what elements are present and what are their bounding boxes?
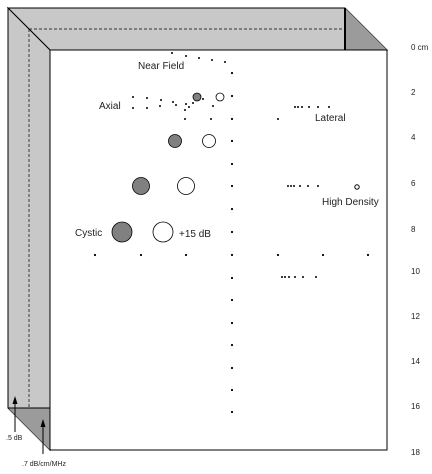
hyperechoic-target [177, 177, 195, 195]
attenuation-bottom-label: .7 dB/cm/MHz [22, 461, 66, 468]
cystic-target [132, 177, 150, 195]
plus-15-db-label: +15 dB [179, 229, 211, 240]
attenuation-left-label: .5 dB [6, 435, 23, 442]
near-field-filaments [171, 52, 226, 63]
depth-tick: 4 [411, 133, 416, 142]
axial-label: Axial [99, 101, 121, 112]
high-density-target [354, 184, 360, 190]
depth-tick: 12 [411, 312, 420, 321]
depth-6-filaments [287, 185, 319, 187]
up-arrow-icon [40, 419, 46, 454]
phantom-front-panel [49, 49, 388, 451]
cystic-label: Cystic [75, 228, 102, 239]
up-arrow-icon [12, 396, 18, 432]
depth-tick: 6 [411, 179, 416, 188]
cystic-target [168, 134, 182, 148]
depth-tick: 18 [411, 448, 420, 457]
axial-filaments [132, 96, 214, 120]
depth-tick: 10 [411, 267, 420, 276]
frame-bottom-left-corner [8, 408, 50, 450]
frame-top-right-corner [345, 8, 387, 50]
lateral-label: Lateral [315, 113, 346, 124]
cystic-target [192, 92, 202, 102]
depth-tick: 16 [411, 402, 420, 411]
depth-axis: 0 cm 2 4 6 8 10 12 14 16 18 [411, 43, 429, 457]
hyperechoic-target [202, 134, 216, 148]
hyperechoic-target [152, 221, 174, 243]
cystic-target [111, 221, 133, 243]
hyperechoic-target [215, 92, 225, 102]
high-density-label: High Density [322, 197, 379, 208]
depth-tick: 0 cm [411, 43, 429, 52]
depth-tick: 2 [411, 88, 416, 97]
lateral-filaments [277, 106, 330, 120]
vertical-filaments [230, 71, 234, 414]
depth-tick: 8 [411, 225, 416, 234]
horizontal-filaments [93, 253, 370, 257]
depth-tick: 14 [411, 357, 420, 366]
near-field-label: Near Field [138, 61, 184, 72]
depth-10-filaments [281, 276, 317, 278]
